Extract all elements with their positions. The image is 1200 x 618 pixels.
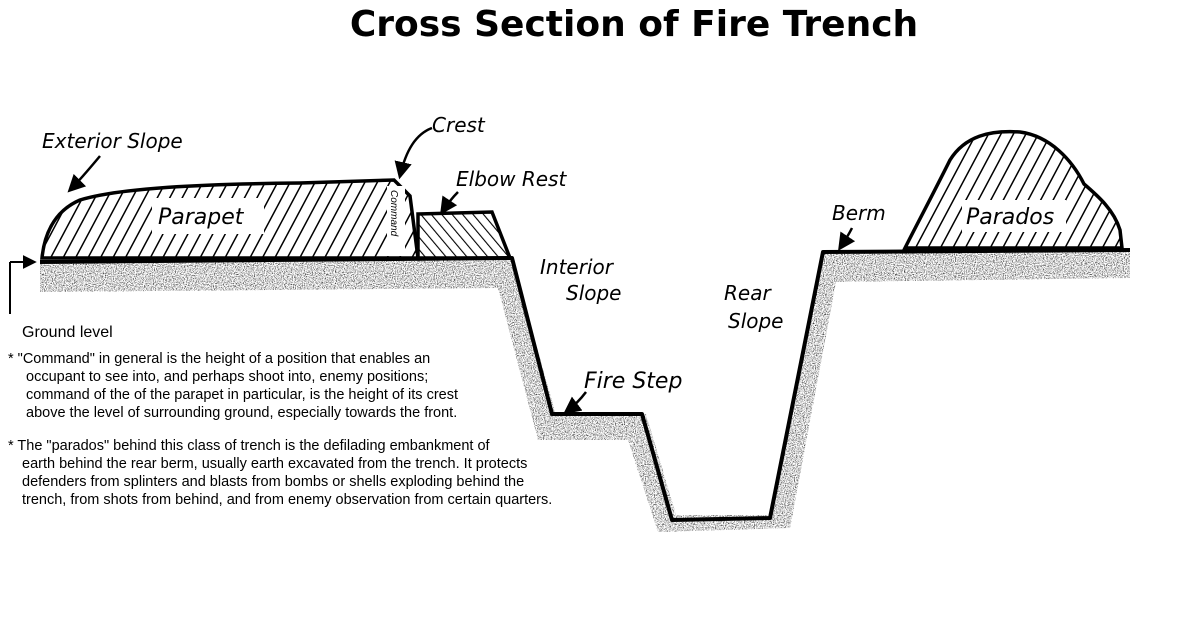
note-command-line: command of the of the parapet in particu… [26,387,458,403]
note-parados-line: trench, from shots from behind, and from… [22,492,552,508]
elbow-rest [416,210,513,260]
command-column [387,186,405,256]
label-parados: Parados [966,205,1054,230]
label-interior-slope-2: Slope [566,281,622,305]
label-parapet: Parapet [158,205,245,230]
label-command: Command [388,190,399,237]
label-exterior-slope: Exterior Slope [42,129,183,153]
note-command-line: * "Command" in general is the height of … [8,351,430,367]
note-parados-line: * The "parados" behind this class of tre… [8,438,491,454]
elbow-rest-arrow [440,191,459,215]
note-command-line: above the level of surrounding ground, e… [26,405,457,421]
note-parados-line: earth behind the rear berm, usually eart… [22,456,527,472]
exterior-slope-arrow [67,155,101,193]
fire-step-arrow [563,391,587,415]
label-elbow-rest: Elbow Rest [456,167,567,191]
diagram-title: Cross Section of Fire Trench [350,4,918,45]
earth-shading [40,250,1130,532]
label-crest: Crest [432,113,486,137]
crest-arrow [394,126,433,180]
note-command: * "Command" in general is the height of … [8,351,458,421]
ground-level-arrow [9,262,34,314]
note-parados-line: defenders from splinters and blasts from… [22,474,524,490]
note-command-line: occupant to see into, and perhaps shoot … [26,369,428,385]
label-interior-slope-1: Interior [540,255,615,279]
berm-arrow [838,227,856,251]
label-ground-level: Ground level [22,324,113,341]
label-rear-slope-1: Rear [724,281,772,305]
trench-outline [39,248,1131,522]
label-rear-slope-2: Slope [728,309,784,333]
label-fire-step: Fire Step [584,369,682,394]
label-berm: Berm [832,201,886,225]
note-parados: * The "parados" behind this class of tre… [8,438,552,508]
parados-mound [902,129,1124,250]
